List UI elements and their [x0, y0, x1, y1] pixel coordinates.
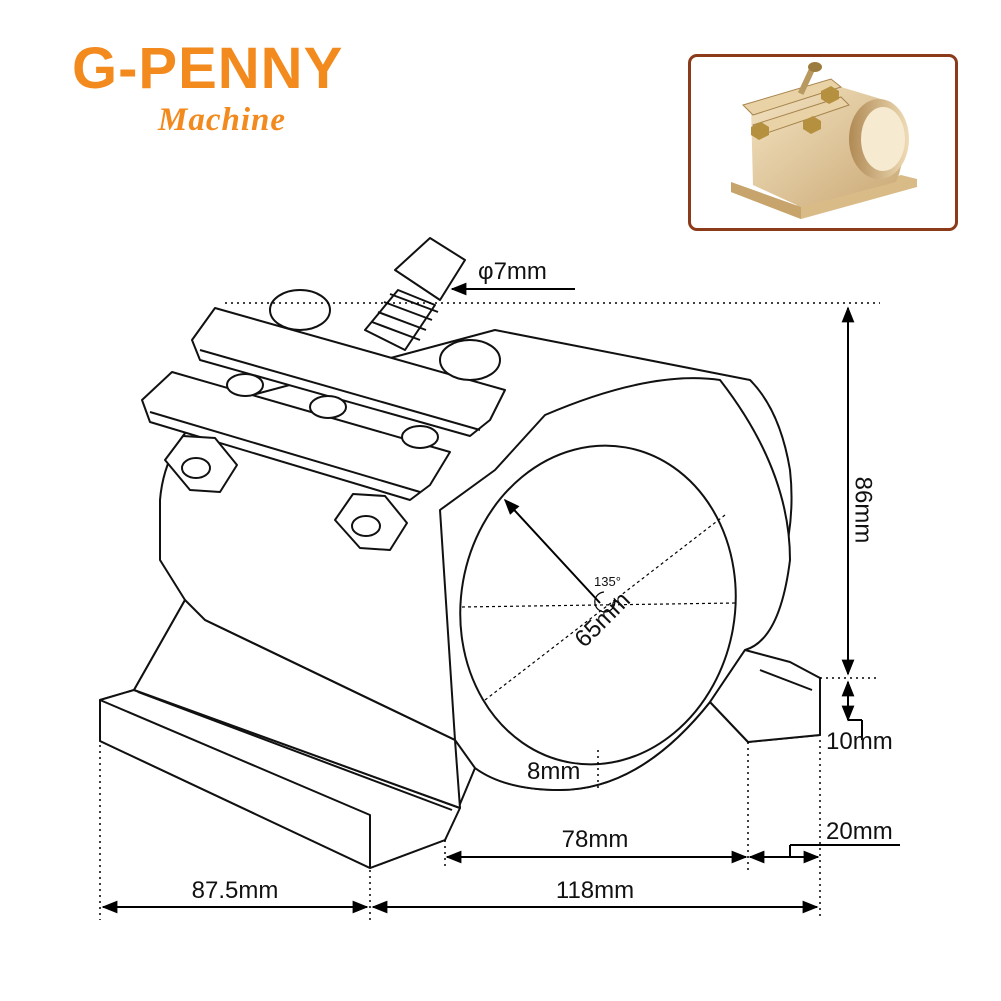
label-foot: 20mm: [826, 818, 893, 845]
label-height: 86mm: [850, 477, 877, 544]
label-angle: 135°: [594, 574, 621, 589]
nuts: [164, 373, 439, 551]
right-foot: [709, 649, 821, 743]
clamp-bar-top: [191, 307, 506, 437]
dimension-lines: [99, 282, 900, 920]
clamp-bar-front: [141, 371, 451, 501]
label-base-step: 10mm: [826, 728, 893, 755]
brand-logo-subtitle: Machine: [158, 102, 287, 138]
product-photo: [688, 54, 958, 231]
mount-line-art: [99, 237, 821, 869]
label-inner-base: 78mm: [562, 826, 629, 853]
brand-logo-text: G-PENNY: [72, 36, 344, 101]
spindle-mount-photo: [731, 62, 917, 219]
label-wall: 8mm: [527, 758, 580, 785]
label-bolt-diameter: φ7mm: [478, 258, 547, 285]
bolt: [364, 237, 466, 351]
left-wall: [133, 599, 461, 809]
label-depth: 87.5mm: [192, 877, 279, 904]
label-width: 118mm: [556, 877, 634, 904]
